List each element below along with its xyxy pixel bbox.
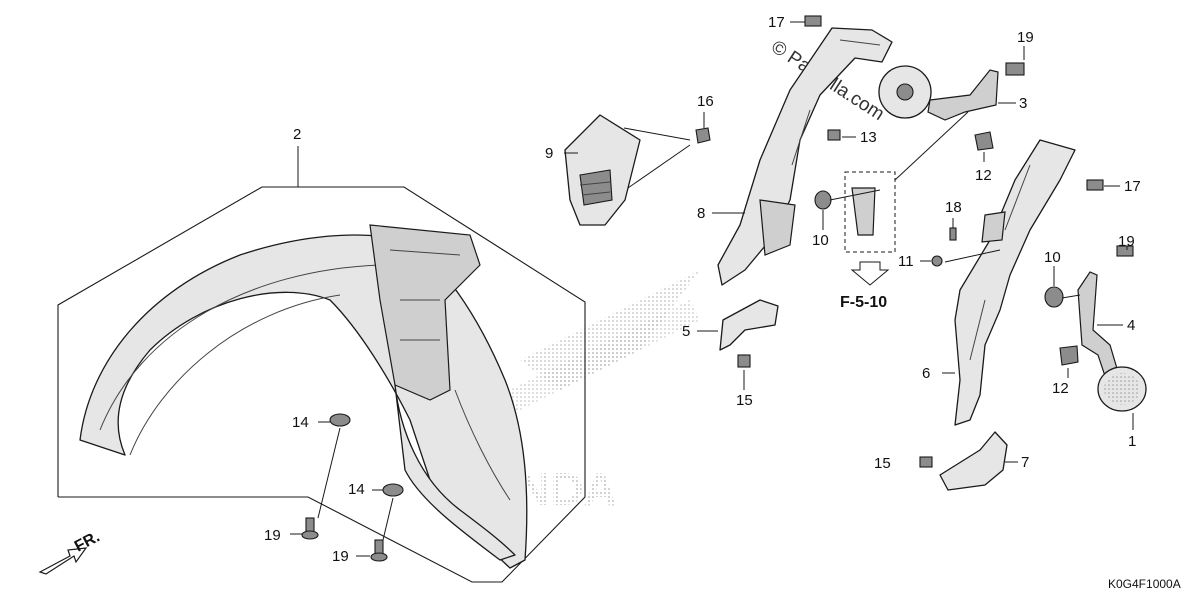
right-side-cover-part [954, 139, 1076, 426]
reference-link[interactable]: F-5-10 [840, 294, 887, 311]
callout-14b: 14 [348, 481, 365, 498]
connector-lines [829, 111, 1081, 299]
bolt-19b-right [1116, 245, 1134, 257]
bracket-4 [1077, 271, 1119, 377]
emblem-cover-group: 9 16 [545, 93, 714, 226]
callout-10a: 10 [812, 232, 829, 249]
callout-18: 18 [945, 199, 962, 216]
callout-19d: 19 [332, 548, 349, 565]
callout-15a: 15 [736, 392, 753, 409]
left-side-cover-group: 8 17 13 10 [697, 14, 893, 286]
callout-2: 2 [293, 126, 301, 143]
lower-cap-group: 7 15 [874, 431, 1029, 491]
callout-12a: 12 [975, 167, 992, 184]
screw-15b [919, 456, 933, 468]
bolt-17a [804, 15, 822, 27]
callout-13: 13 [860, 129, 877, 146]
callout-11: 11 [898, 253, 914, 270]
diagram-code: K0G4F1000A [1108, 577, 1181, 591]
callout-17b: 17 [1124, 178, 1141, 195]
front-fender-group: 2 [57, 126, 586, 583]
callout-17a: 17 [768, 14, 785, 31]
right-side-cover-group: 6 17 18 11 [898, 139, 1141, 426]
bolt-19a-top [1005, 62, 1025, 76]
callout-19a: 19 [1017, 29, 1034, 46]
bracket-3 [927, 69, 999, 121]
callout-7: 7 [1021, 454, 1029, 471]
reference-box-group: F-5-10 [840, 171, 896, 311]
reference-arrow-icon [850, 261, 890, 286]
grommet-10b [1044, 286, 1064, 308]
callout-6: 6 [922, 365, 930, 382]
washer-14b [382, 483, 404, 497]
small-cover-group: 5 15 [682, 299, 779, 409]
callout-4: 4 [1127, 317, 1135, 334]
bolt-17b [1086, 179, 1104, 191]
small-cover-5 [719, 299, 779, 351]
fender-frame [57, 186, 586, 583]
callout-9: 9 [545, 145, 553, 162]
reference-box [844, 171, 896, 253]
nut-12a [974, 131, 994, 151]
screw-15a [737, 354, 751, 368]
callout-3: 3 [1019, 95, 1027, 112]
lower-cap-7 [939, 431, 1008, 491]
callout-19b: 19 [1118, 233, 1135, 250]
screw-18 [949, 227, 957, 241]
callout-1: 1 [1128, 433, 1136, 450]
washer-14a [329, 413, 351, 427]
inner-fender-part [369, 224, 481, 401]
callout-5: 5 [682, 323, 690, 340]
upper-reflector-group: 3 19 12 [878, 29, 1034, 184]
nut-12b [1059, 345, 1079, 366]
callout-12b: 12 [1052, 380, 1069, 397]
clip-13 [827, 129, 841, 141]
lower-reflector-group: 10 4 19 12 1 [1044, 233, 1147, 450]
callout-14a: 14 [292, 414, 309, 431]
front-direction-indicator: FR. [38, 528, 103, 575]
callout-19c: 19 [264, 527, 281, 544]
callout-8: 8 [697, 205, 705, 222]
front-arrow-icon [38, 547, 88, 575]
fender-lower-skirt [394, 384, 516, 561]
callout-10b: 10 [1044, 249, 1061, 266]
grommet-10a [814, 190, 832, 210]
clip-16 [695, 127, 711, 144]
fender-fasteners: 14 14 19 19 [264, 413, 404, 565]
nut-11 [931, 255, 943, 267]
callout-16: 16 [697, 93, 714, 110]
emblem-cover-part [564, 114, 641, 226]
callout-15b: 15 [874, 455, 891, 472]
